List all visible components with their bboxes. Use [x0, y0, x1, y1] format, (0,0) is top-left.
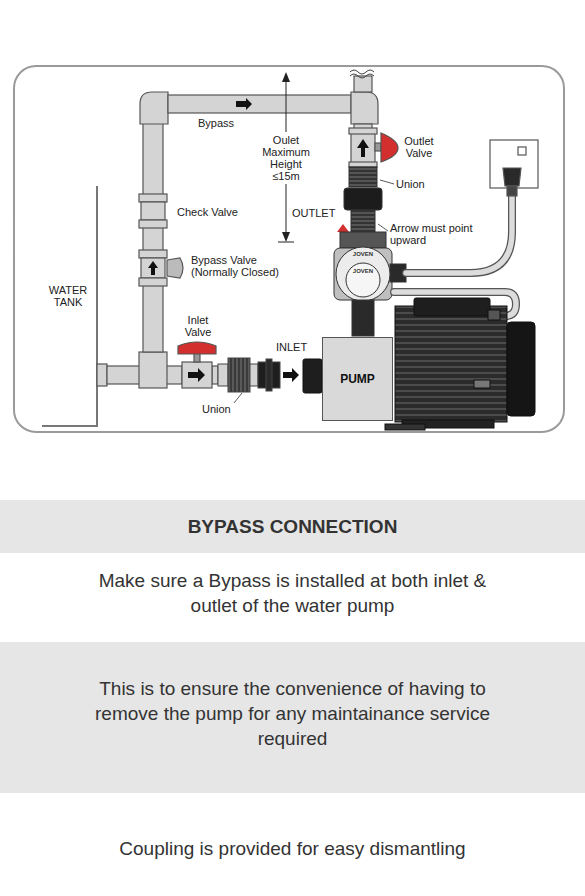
pipe-part: [97, 364, 107, 386]
part-label: Bypass: [198, 117, 258, 129]
inlet-valve-part: [178, 342, 216, 354]
inlet-union-part: [266, 359, 272, 391]
part-label: Outlet Valve: [396, 135, 442, 159]
dimension-line-part: [282, 232, 290, 242]
note-band: This is to ensure the convenience of hav…: [0, 642, 585, 793]
wall-socket-part: [507, 186, 517, 196]
motor-part: [474, 380, 490, 388]
part-label: Check Valve: [177, 206, 257, 218]
inlet-union-part: [250, 364, 258, 386]
outlet-valve-part: [349, 162, 377, 167]
wall-socket-part: [490, 140, 538, 188]
bypass-valve-part: [139, 250, 167, 258]
inlet-arrow: [283, 368, 299, 382]
bypass-valve-part: [139, 278, 167, 286]
outlet-valve-part: [357, 139, 369, 157]
controller-part: [352, 300, 374, 336]
pipe-part: [143, 118, 163, 352]
outlet-union: [344, 167, 382, 232]
inlet-valve: [178, 342, 216, 388]
part-label: Arrow must point upward: [390, 222, 474, 246]
leader-line-part: [380, 180, 394, 184]
inlet-arrow-part: [283, 368, 299, 382]
motor-part: [395, 306, 507, 422]
frame: [14, 66, 564, 432]
pipe-part: [351, 92, 378, 124]
brand-mark: JOVEN: [343, 251, 383, 258]
title-band: BYPASS CONNECTION: [0, 500, 585, 553]
note-band-text: This is to ensure the convenience of hav…: [78, 676, 508, 751]
outlet-valve-part: [349, 128, 377, 134]
part-label: Union: [202, 403, 242, 415]
pipe-part: [140, 92, 168, 124]
pump-nozzle: [303, 359, 322, 393]
brand-mark: JOVEN: [343, 268, 383, 275]
pipe-break-part: [350, 74, 374, 78]
pump-body-text: PUMP: [340, 372, 375, 386]
title: BYPASS CONNECTION: [0, 500, 585, 539]
pipe-part: [212, 366, 218, 384]
bypass-valve-part: [167, 258, 183, 278]
pipe-part: [139, 352, 167, 388]
bypass-valve: [139, 250, 183, 286]
part-label: Inlet Valve: [175, 314, 221, 338]
outlet-valve-part: [375, 143, 381, 151]
wall-socket: [490, 140, 538, 196]
controller-part: [336, 247, 390, 301]
note-text: Make sure a Bypass is installed at both …: [97, 568, 488, 618]
flow-arrow: [236, 98, 252, 110]
inlet-valve-part: [182, 362, 212, 388]
pipe-break: [350, 70, 374, 78]
outlet-union-part: [351, 210, 375, 232]
motor-part: [414, 298, 490, 316]
outlet-valve: [349, 128, 398, 167]
motor-part: [385, 424, 425, 430]
part-label: WATER TANK: [42, 284, 94, 308]
wall-socket-part: [518, 147, 526, 155]
controller-part: [334, 248, 392, 300]
pipe-part: [168, 95, 351, 113]
motor: [385, 298, 535, 430]
motor-part: [488, 310, 500, 320]
check-valve-part: [141, 202, 165, 220]
check-valve-part: [139, 194, 167, 202]
bypass-valve-part: [141, 258, 165, 278]
bypass-valve-part: [148, 261, 158, 275]
cable: [394, 196, 516, 316]
pipe-break-part: [350, 70, 374, 74]
inlet-valve-part: [188, 368, 205, 382]
outlet-union-part: [349, 167, 377, 187]
wall-socket-part: [503, 168, 521, 186]
flow-arrow-part: [236, 98, 252, 110]
motor-part: [507, 322, 535, 416]
leader-line-part: [378, 224, 388, 231]
check-valve: [139, 194, 167, 228]
controller-part: [340, 232, 386, 248]
outlet-valve-part: [351, 132, 375, 164]
inlet-union-part: [228, 358, 250, 392]
part-label: Bypass Valve (Normally Closed): [191, 254, 295, 278]
outlet-valve-part: [381, 133, 398, 162]
part-label: Oulet Maximum Height ≤15m: [258, 132, 314, 184]
part-label: OUTLET: [292, 207, 340, 219]
inlet-union: [218, 358, 280, 392]
inlet-union-part: [218, 364, 228, 386]
dimension-line-part: [278, 242, 294, 243]
part-label: Union: [396, 178, 436, 190]
water-tank: [42, 186, 97, 426]
leader-line-part: [234, 393, 242, 403]
dimension-line-part: [282, 72, 290, 82]
check-valve-part: [139, 220, 167, 228]
pump-nozzle-part: [303, 359, 322, 393]
outlet-union-part: [344, 188, 382, 210]
part-label: INLET: [276, 341, 320, 353]
water-tank-part: [42, 186, 97, 426]
pump-body: PUMP: [322, 337, 393, 421]
note-text: Coupling is provided for easy dismantlin…: [40, 836, 545, 861]
